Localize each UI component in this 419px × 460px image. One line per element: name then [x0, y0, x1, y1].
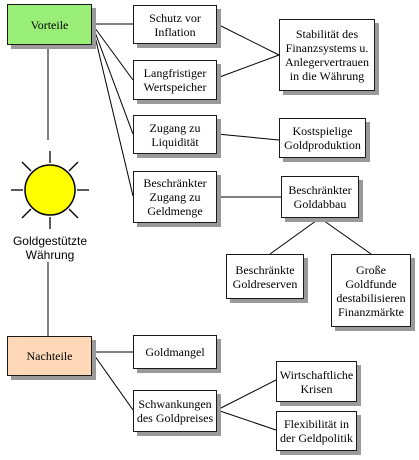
- connector-line: [91, 23, 134, 197]
- vorteile-item-beschraenkter-zugang: Beschränkter Zugang zu Geldmenge: [133, 171, 217, 223]
- center-label: Goldgestützte Währung: [12, 234, 88, 262]
- outcome-beschraenkter-goldabbau: Beschränkter Goldabbau: [281, 176, 359, 218]
- connector-line: [216, 54, 280, 79]
- connector-line: [216, 379, 277, 411]
- outcome-stabilitaet: Stabilität des Finanzsystems u. Anlegerv…: [279, 19, 375, 91]
- connector-line: [269, 217, 321, 255]
- connector-line: [216, 23, 280, 56]
- connector-line: [91, 23, 134, 81]
- vorteile-item-langfristiger-wertspeicher: Langfristiger Wertspeicher: [133, 60, 217, 100]
- nachteile-header: Nachteile: [7, 336, 92, 376]
- sun-icon: [11, 151, 89, 229]
- vorteile-item-schutz-vor-inflation: Schutz vor Inflation: [133, 5, 217, 44]
- connector-line: [91, 23, 134, 135]
- outcome-kostspielige-goldproduktion: Kostspielige Goldproduktion: [279, 118, 366, 158]
- outcome-flexibilitaet-geldpolitik: Flexibilität in der Geldpolitik: [276, 411, 357, 451]
- connector-line: [91, 351, 134, 411]
- vorteile-item-zugang-zu-liquiditaet: Zugang zu Liquidität: [133, 115, 217, 154]
- connector-line: [216, 409, 277, 431]
- vorteile-header: Vorteile: [7, 4, 92, 45]
- nachteile-item-schwankungen: Schwankungen des Goldpreises: [133, 390, 217, 432]
- nachteile-item-goldmangel: Goldmangel: [133, 335, 217, 369]
- connector-line: [319, 217, 372, 255]
- outcome-wirtschaftliche-krisen: Wirtschaftliche Krisen: [276, 361, 357, 402]
- outcome-beschraenkte-goldreserven: Beschränkte Goldreserven: [226, 254, 304, 299]
- outcome-grosse-goldfunde: Große Goldfunde destabilisieren Finanzmä…: [331, 254, 411, 327]
- connector-line: [216, 133, 280, 141]
